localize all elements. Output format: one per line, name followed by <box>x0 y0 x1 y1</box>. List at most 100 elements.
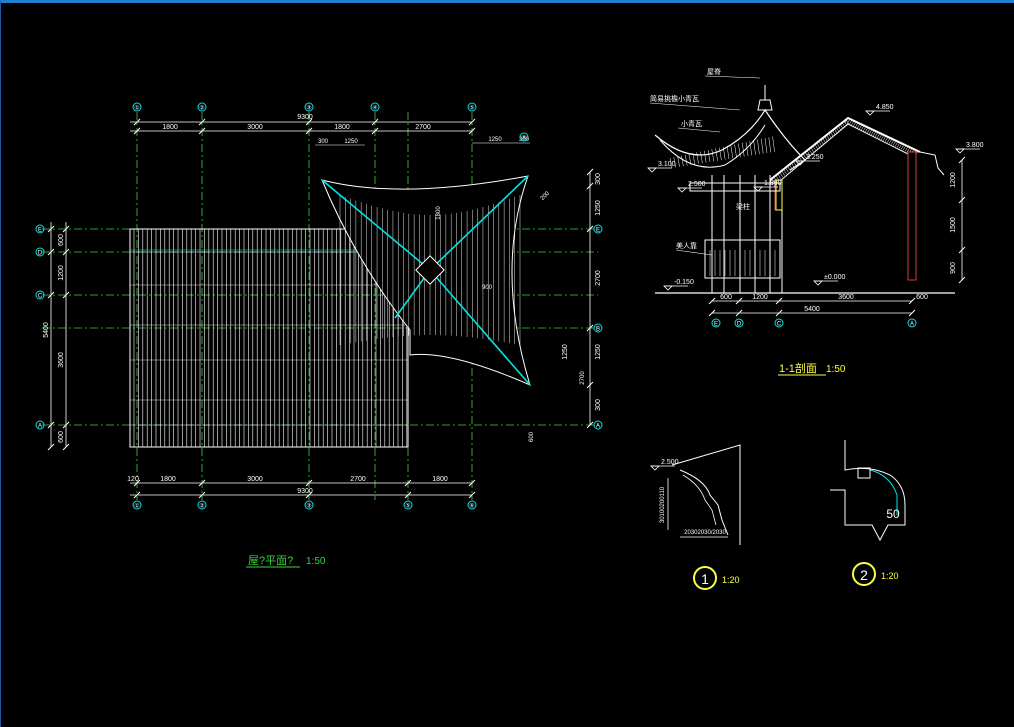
dim-tick <box>47 248 55 256</box>
axis-bottom-4-label: ⑥ <box>469 503 474 510</box>
detail1-profile <box>679 469 729 536</box>
dim-tick <box>198 491 206 499</box>
dim-tick <box>198 118 206 126</box>
sec-axis-0-bubble <box>711 318 721 328</box>
dim-right-4: 300 <box>595 399 602 411</box>
axis-left-3-label: A <box>38 424 42 430</box>
sec-dim-3: 600 <box>916 294 928 301</box>
roof-hatch <box>856 123 861 129</box>
hip-ridge <box>429 175 529 271</box>
eave-detail <box>919 151 945 176</box>
beam <box>689 182 781 192</box>
pavilion-tiles <box>707 149 711 163</box>
dim-top-3: 2700 <box>415 124 431 131</box>
roof-hatch <box>874 132 879 138</box>
detail2-gutter <box>869 469 898 515</box>
roof-hatch <box>860 125 865 131</box>
sec-axis-3-bubble <box>907 318 917 328</box>
axis-left-2-label: C <box>38 294 43 300</box>
pavilion-tiles <box>715 148 718 161</box>
sec-axis-0-label: E <box>714 322 718 328</box>
leader-eave <box>649 102 741 111</box>
axis-top-4-bubble <box>467 102 477 112</box>
dim-left-total: 5400 <box>43 322 50 338</box>
axis-top-extra-label: ⑥ <box>521 135 526 142</box>
dim-tick <box>47 225 55 233</box>
elev-4850-mark <box>865 110 875 116</box>
roof-hatch <box>828 133 832 139</box>
dim-tick <box>708 309 716 317</box>
pavilion-tiles <box>730 145 734 159</box>
elev-1800-text: 1.800 <box>764 180 782 187</box>
sec-dim-right-2: 900 <box>950 262 957 274</box>
dim-tick <box>62 225 70 233</box>
pavilion-tiles <box>700 151 703 164</box>
pavilion-tiles <box>722 146 726 160</box>
axis-top-3-bubble <box>370 102 380 112</box>
dim-right-2: 2700 <box>595 270 602 286</box>
dim-tick <box>305 491 313 499</box>
dim-tick <box>371 118 379 126</box>
axis-bottom-0-label: ① <box>134 503 139 510</box>
hip-ridge <box>321 179 431 271</box>
dim-right-3: 1250 <box>595 344 602 360</box>
right-wall <box>907 151 917 281</box>
dim-bottom-2: 3000 <box>247 476 263 483</box>
roof-hatch <box>836 127 840 133</box>
dim-tick <box>586 324 594 332</box>
pavilion-tiles <box>768 137 772 153</box>
pavilion-tiles <box>719 147 722 161</box>
roof-hatch <box>858 124 863 130</box>
pavilion-tiles <box>760 138 764 154</box>
dim-top-1: 3000 <box>247 124 263 131</box>
roof-hatch <box>888 138 893 144</box>
axis-top-4-label: ⑤ <box>469 105 474 112</box>
pavilion-tiles <box>677 156 680 167</box>
elev-0000-mark <box>813 280 823 286</box>
ridge-finial <box>415 255 445 285</box>
dim-tick <box>586 225 594 233</box>
roof-hatch <box>906 147 911 153</box>
leader-bench <box>675 249 713 256</box>
pavilion-roof-inner <box>659 124 766 168</box>
roof-hatch <box>878 133 883 140</box>
dim-right-inner: 1250 <box>562 344 569 360</box>
dim-bottom-4: 1800 <box>432 476 448 483</box>
dim-tick <box>708 297 716 305</box>
axis-bottom-2-bubble <box>304 500 314 510</box>
dim-tick <box>305 118 313 126</box>
detail2-bubble <box>852 562 876 586</box>
dim-tick <box>62 421 70 429</box>
detail1-scale: 1:20 <box>722 575 740 585</box>
roof-hatch <box>848 119 853 126</box>
roof-hatch <box>818 141 822 147</box>
pavilion-tiles <box>772 136 775 152</box>
dim-tick <box>47 421 55 429</box>
axis-top-extra-bubble <box>519 132 529 142</box>
sec-axis-3-label: A <box>910 322 914 328</box>
pavilion-tiles <box>764 137 768 154</box>
dim-tick <box>62 248 70 256</box>
dim-tick <box>404 491 412 499</box>
axis-left-0-label: E <box>38 228 42 234</box>
roof-hatch <box>854 122 859 128</box>
roof-hatch <box>870 130 875 136</box>
dim-misc-2700: 2700 <box>580 371 586 385</box>
roof-hatch <box>808 148 813 155</box>
roof-hatch <box>896 142 901 148</box>
axis-left-1-label: D <box>38 251 43 257</box>
roof-hatch <box>898 143 903 149</box>
roof-hatch <box>844 117 849 124</box>
elev-3100-text: 3.100 <box>658 161 676 168</box>
dim-right-0: 300 <box>595 173 602 185</box>
axis-left-0-bubble <box>35 224 45 234</box>
dim-tick <box>468 127 476 135</box>
roof-hatch <box>902 145 907 151</box>
dim-top-right-1: 300 <box>519 137 530 143</box>
roof-hatch <box>841 122 846 128</box>
roof-hatch <box>824 136 828 142</box>
roof-hatch <box>806 150 811 156</box>
axis-right-0-bubble <box>593 224 603 234</box>
